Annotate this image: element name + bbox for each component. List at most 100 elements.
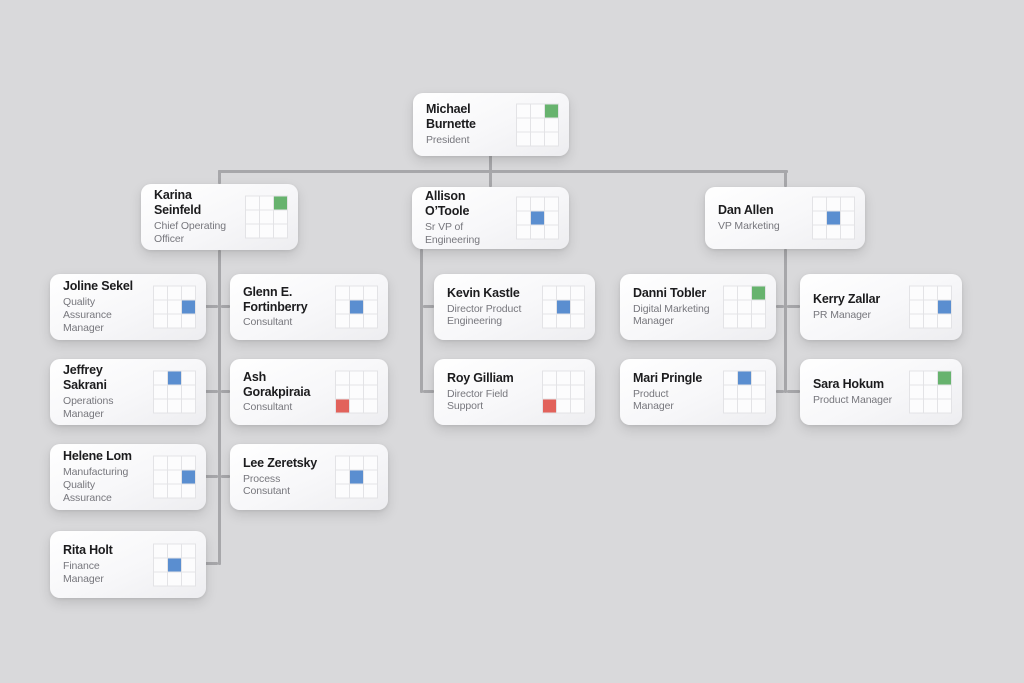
grid-cell xyxy=(168,300,181,314)
marker-cell-green xyxy=(938,371,951,385)
person-title: President xyxy=(426,133,470,146)
grid-cell xyxy=(545,197,558,211)
person-name: Michael Burnette xyxy=(426,102,476,132)
marker-cell-blue xyxy=(827,211,840,225)
grid-cell xyxy=(154,544,167,557)
connector-line-horizontal xyxy=(205,305,218,308)
grid-cell xyxy=(571,314,584,328)
grid-cell xyxy=(364,371,377,385)
connector-line-horizontal xyxy=(423,390,434,393)
connector-line-vertical xyxy=(218,170,221,184)
person-name: Kerry Zallar xyxy=(813,292,881,307)
grid-cell xyxy=(557,286,570,300)
grid-cell xyxy=(938,286,951,300)
grid-cell xyxy=(350,385,363,399)
grid-cell xyxy=(543,314,556,328)
grid-cell xyxy=(543,385,556,399)
grid-cell xyxy=(517,104,530,117)
connector-line-horizontal xyxy=(776,390,784,393)
grid-cell xyxy=(182,456,195,470)
grid-cell xyxy=(154,300,167,314)
connector-line-vertical xyxy=(784,249,787,393)
grid-cell xyxy=(545,211,558,225)
grid-cell xyxy=(545,132,558,145)
grid-cell xyxy=(924,286,937,300)
grid-cell xyxy=(813,211,826,225)
grid-cell xyxy=(924,300,937,314)
grid-cell xyxy=(154,399,167,413)
grid-cell xyxy=(924,399,937,413)
connector-line-horizontal xyxy=(787,390,800,393)
grid-cell xyxy=(260,210,273,224)
person-title: Product Manager xyxy=(813,393,893,406)
grid-cell xyxy=(154,286,167,300)
grid-cell xyxy=(738,385,751,399)
person-title: Process Consutant xyxy=(243,472,290,498)
grid-cell xyxy=(813,197,826,211)
grid-cell xyxy=(724,300,737,314)
grid-cell xyxy=(752,300,765,314)
grid-cell xyxy=(260,224,273,238)
grid-cell xyxy=(154,456,167,470)
grid-cell xyxy=(827,225,840,239)
marker-cell-blue xyxy=(168,371,181,385)
grid-cell xyxy=(246,224,259,238)
grid-cell xyxy=(938,314,951,328)
grid-cell xyxy=(531,132,544,145)
grid-cell xyxy=(545,118,558,131)
grid-cell xyxy=(182,314,195,328)
grid-cell xyxy=(182,544,195,557)
status-grid-icon xyxy=(723,370,766,414)
grid-cell xyxy=(168,484,181,498)
connector-line-horizontal xyxy=(221,390,230,393)
grid-cell xyxy=(182,286,195,300)
marker-cell-red xyxy=(543,399,556,413)
marker-cell-blue xyxy=(531,211,544,225)
grid-cell xyxy=(246,210,259,224)
marker-cell-blue xyxy=(182,470,195,484)
grid-cell xyxy=(350,314,363,328)
status-grid-icon xyxy=(909,370,952,414)
grid-cell xyxy=(557,371,570,385)
grid-cell xyxy=(182,371,195,385)
grid-cell xyxy=(168,544,181,557)
person-name: Roy Gilliam xyxy=(447,370,514,385)
grid-cell xyxy=(517,197,530,211)
grid-cell xyxy=(517,132,530,145)
connector-line-horizontal xyxy=(205,562,218,565)
grid-cell xyxy=(543,371,556,385)
grid-cell xyxy=(168,314,181,328)
status-grid-icon xyxy=(335,455,378,499)
grid-cell xyxy=(182,484,195,498)
grid-cell xyxy=(350,371,363,385)
person-name: Ash Gorakpiraia xyxy=(243,369,311,399)
grid-cell xyxy=(543,300,556,314)
